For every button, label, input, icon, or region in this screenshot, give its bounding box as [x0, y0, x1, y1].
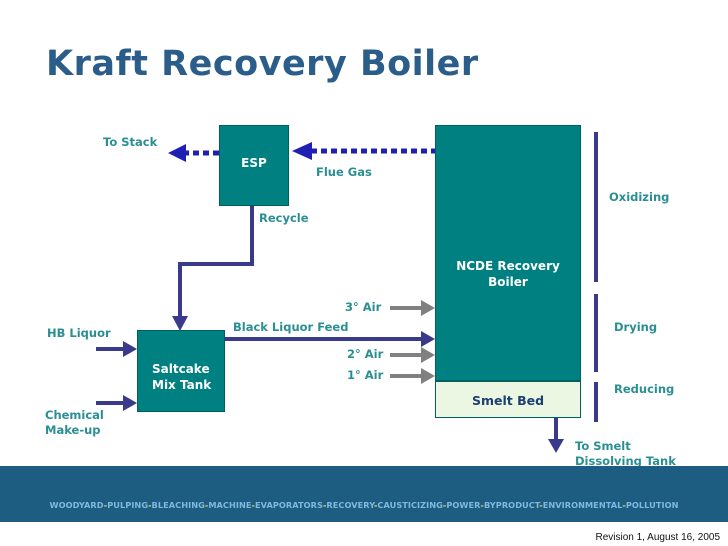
- drying-label: Drying: [614, 320, 658, 334]
- area-separator: -: [322, 500, 327, 510]
- recycle-label: Recycle: [259, 211, 309, 225]
- recycle-arrowhead: [172, 316, 188, 331]
- area-separator: -: [204, 500, 209, 510]
- smelt-bed-box: Smelt Bed: [435, 381, 581, 418]
- flue-gas-arrowhead: [292, 142, 312, 160]
- area-strip: WOODYARD-PULPING-BLEACHING-MACHINE-EVAPO…: [0, 498, 728, 512]
- smelt-bed-label: Smelt Bed: [471, 393, 545, 408]
- esp-box: ESP: [219, 125, 289, 206]
- smelt-outlet-arrowhead: [548, 439, 564, 453]
- black-liquor-feed-arrowhead: [421, 331, 435, 347]
- area-item-pulping: PULPING: [107, 500, 149, 510]
- area-separator: -: [103, 500, 108, 510]
- boiler-label-line2: Boiler: [488, 275, 528, 289]
- air1-label: 1° Air: [347, 368, 384, 382]
- area-separator: -: [442, 500, 447, 510]
- recovery-boiler-box: NCDE Recovery Boiler: [435, 125, 581, 381]
- chemical-makeup-arrowhead: [123, 395, 137, 411]
- area-item-machine: MACHINE: [208, 500, 252, 510]
- to-smelt-dissolving-tank-label: To Smelt Dissolving Tank: [575, 439, 676, 469]
- air2-arrowhead: [421, 347, 435, 363]
- mix-tank-label-line1: Saltcake: [152, 362, 210, 376]
- boiler-label-line1: NCDE Recovery: [456, 259, 560, 273]
- air3-arrowhead: [421, 300, 435, 316]
- to-smelt-line2: Dissolving Tank: [575, 454, 676, 468]
- area-item-pollution: POLLUTION: [625, 500, 679, 510]
- area-separator: -: [480, 500, 484, 510]
- area-item-byproduct: BYPRODUCT: [483, 500, 540, 510]
- revision-note: Revision 1, August 16, 2005: [595, 532, 720, 543]
- area-item-woodyard: WOODYARD: [49, 500, 104, 510]
- page-title: Kraft Recovery Boiler: [46, 44, 479, 84]
- area-separator: -: [539, 500, 543, 510]
- area-item-bleaching: BLEACHING: [151, 500, 205, 510]
- black-liquor-feed-label: Black Liquor Feed: [233, 320, 349, 334]
- footer-band: WOODYARD-PULPING-BLEACHING-MACHINE-EVAPO…: [0, 466, 728, 522]
- area-item-environmental: ENVIRONMENTAL: [542, 500, 623, 510]
- area-item-causticizing: CAUSTICIZING: [377, 500, 443, 510]
- oxidizing-label: Oxidizing: [609, 190, 670, 204]
- to-stack-arrowhead: [168, 144, 186, 162]
- reducing-label: Reducing: [614, 382, 675, 396]
- air2-label: 2° Air: [347, 347, 384, 361]
- area-item-evaporators: EVAPORATORS: [254, 500, 323, 510]
- chemical-label-line2: Make-up: [45, 423, 101, 437]
- mix-tank-label-line2: Mix Tank: [152, 378, 212, 392]
- to-smelt-line1: To Smelt: [575, 439, 631, 453]
- hb-liquor-label: HB Liquor: [47, 326, 111, 340]
- flue-gas-label: Flue Gas: [316, 165, 372, 179]
- area-item-power: POWER: [446, 500, 481, 510]
- area-separator: -: [373, 500, 378, 510]
- esp-label: ESP: [241, 156, 267, 170]
- chemical-label-line1: Chemical: [45, 408, 104, 422]
- air1-arrowhead: [421, 368, 435, 384]
- chemical-makeup-label: Chemical Make-up: [45, 408, 104, 438]
- area-separator: -: [251, 500, 255, 510]
- hb-liquor-arrowhead: [123, 341, 137, 357]
- area-separator: -: [148, 500, 152, 510]
- air3-label: 3° Air: [345, 300, 382, 314]
- recycle-arrow: [178, 206, 254, 317]
- saltcake-mix-tank-box: Saltcake Mix Tank: [137, 330, 225, 412]
- to-stack-label: To Stack: [103, 135, 158, 149]
- area-separator: -: [622, 500, 626, 510]
- area-item-recovery: RECOVERY: [326, 500, 374, 510]
